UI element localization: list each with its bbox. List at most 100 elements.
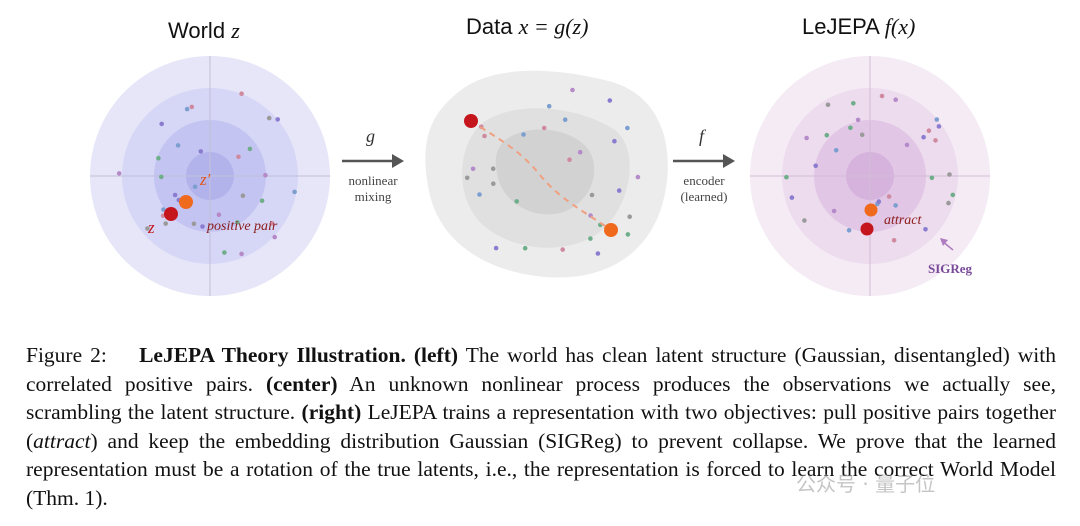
sample-dot [216,212,222,217]
sample-dot [266,115,272,121]
sample-dot [936,124,942,129]
sample-dot [921,134,926,140]
lejepa-title: LeJEPA f(x) [802,14,915,40]
sample-dot [923,227,928,232]
sample-dot [272,234,278,240]
label-zprime: z′ [200,170,211,189]
sample-dot [612,138,617,144]
positive-point-fx [864,203,878,217]
sample-dot [577,149,583,155]
sample-dot [145,226,150,231]
sample-dot [567,157,572,162]
sample-dot [893,203,898,208]
arrow-f [673,154,735,168]
caption-center-text: An unknown nonlinear process produces th… [26,371,1056,425]
anchor-point-fx [860,222,874,236]
sample-dot [616,188,622,193]
sample-dot [588,236,593,241]
sample-dot [570,87,575,93]
arrow-f-line1: encoder [683,173,725,188]
sample-dot [929,175,935,181]
sample-dot [876,199,882,204]
sample-dot [802,218,807,223]
sample-dot [235,220,240,225]
sample-dot [546,103,552,109]
sample-dot [859,132,865,138]
sample-dot [521,132,526,137]
sample-dot [491,181,496,186]
sample-dot [156,155,161,161]
sample-dot [514,199,519,204]
sample-dot [161,207,166,212]
sample-dot [482,133,487,139]
positive-point-zprime [179,195,193,209]
sample-dot [625,125,630,131]
sample-dot [933,138,938,143]
sample-dot [470,166,476,172]
sample-dot [824,132,830,138]
sample-dot [589,192,595,198]
caption-prefix: Figure 2: [26,343,107,367]
data-samples [464,87,641,256]
sample-dot [562,117,568,122]
sample-dot [269,221,275,226]
sample-dot [879,93,885,99]
caption-title: LeJEPA Theory Illustration. [139,343,406,367]
sample-dot [292,189,297,195]
arrow-f-line2: (learned) [680,189,728,204]
label-attract: attract [884,213,922,228]
sample-dot [175,143,181,148]
data-inner-blob [495,129,595,215]
arrow-f-caption: encoder (learned) [664,173,744,205]
sample-dot [159,121,164,127]
sample-dot [192,184,198,190]
label-sigreg: SIGReg [928,261,973,276]
data-title-math: x = g(z) [518,14,589,39]
arrow-g-caption: nonlinear mixing [333,173,413,205]
label-z: z [148,218,155,237]
anchor-point-z [164,207,178,221]
sample-dot [926,128,932,133]
data-panel [425,70,668,278]
sample-dot [236,154,241,160]
sample-dot [825,102,831,108]
figure-graphic [90,56,990,296]
sample-dot [490,166,496,171]
world-panel [90,56,330,296]
sample-dot [184,106,190,112]
sample-dot [239,251,244,257]
caption-attract: attract [33,428,91,453]
positive-point-x [604,223,618,237]
world-title: World z [168,18,240,44]
sample-dot [607,98,613,103]
sample-dot [947,172,952,177]
sample-dot [275,117,281,122]
sample-dot [172,192,178,198]
sample-dot [560,247,565,252]
sample-dot [886,194,892,199]
arrow-g-line1: nonlinear [348,173,398,188]
sample-dot [635,174,641,180]
sample-dot [855,117,861,123]
sample-dot [851,101,856,106]
sample-dot [904,142,910,148]
sample-dot [198,149,204,154]
sample-dot [789,195,795,200]
sample-dot [804,135,809,141]
sample-dot [813,163,818,169]
sample-dot [946,200,951,206]
sample-dot [625,232,631,237]
sample-dot [627,214,632,219]
sample-dot [259,198,265,204]
sample-dot [595,251,601,256]
sample-dot [784,174,789,180]
caption-right-tag: (right) [301,400,362,425]
sample-dot [831,208,837,214]
arrow-f-symbol: f [699,126,705,146]
sample-dot [189,104,195,110]
caption-center-tag: (center) [265,371,338,396]
sample-dot [522,245,528,251]
caption-right-text-a: LeJEPA trains a representation with two … [26,400,1057,453]
data-title: Data x = g(z) [466,14,588,40]
sample-dot [191,221,197,227]
